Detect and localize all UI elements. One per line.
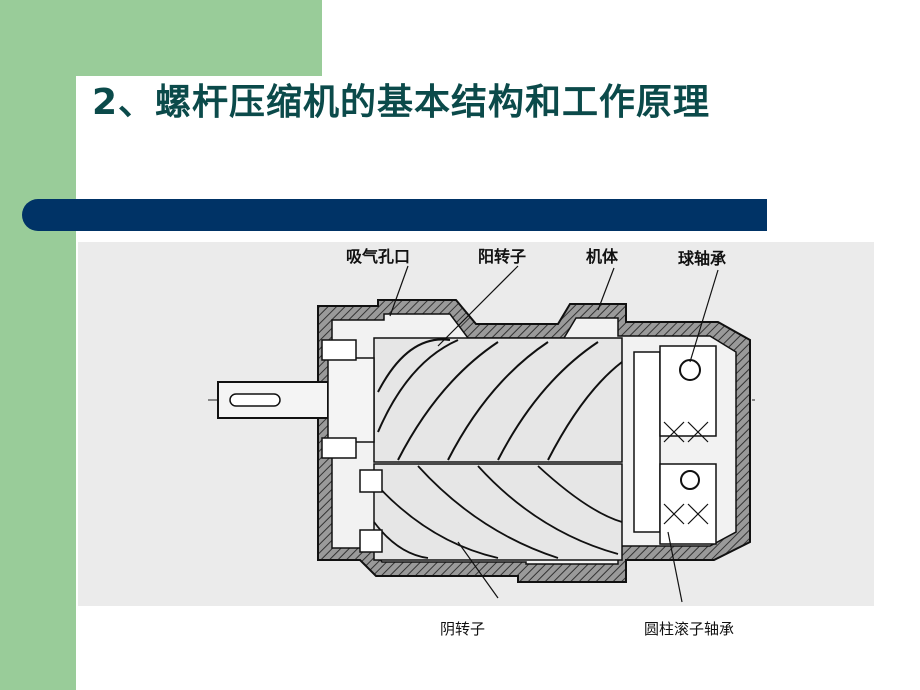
- caption-roller-bearing: 圆柱滚子轴承: [644, 620, 735, 638]
- shaft-keyway: [229, 393, 281, 407]
- label-male-rotor: 阳转子: [478, 247, 526, 266]
- male-rotor-helix: [377, 338, 623, 461]
- label-suction-port: 吸气孔口: [346, 247, 410, 266]
- compressor-drawing: 吸气孔口 阳转子 机体 球轴承: [208, 247, 758, 603]
- roller-bearing-roller: [680, 470, 700, 490]
- ball-bearing-ball: [679, 359, 701, 381]
- left-bearings: [321, 339, 383, 553]
- right-bearing-housing: [633, 345, 717, 545]
- female-rotor-body: [373, 463, 623, 561]
- label-ball-bearing: 球轴承: [678, 249, 726, 268]
- left-decor-band: [0, 0, 76, 690]
- caption-female-rotor: 阴转子: [440, 620, 486, 638]
- leader-lines: [389, 265, 719, 603]
- roller-bearing-crosses: [663, 421, 709, 525]
- label-casing: 机体: [586, 247, 619, 266]
- shaft-journal: [327, 357, 375, 443]
- male-rotor-body: [373, 337, 623, 463]
- slide-title: 2、螺杆压缩机的基本结构和工作原理: [92, 82, 711, 123]
- top-decor-band: [0, 0, 322, 76]
- title-rule-bar: [22, 199, 767, 231]
- compressor-diagram: 吸气孔口 阳转子 机体 球轴承: [78, 242, 874, 606]
- female-rotor-helix: [373, 465, 623, 559]
